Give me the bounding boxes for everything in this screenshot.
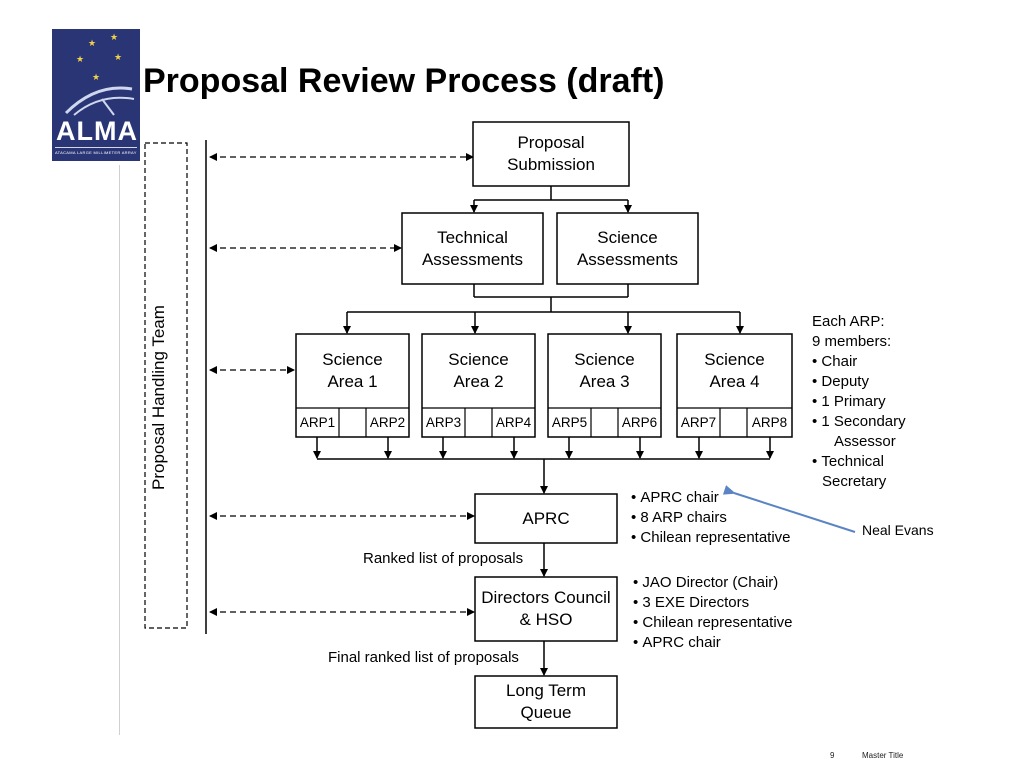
logo-subtitle: ATACAMA LARGE MILLIMETER ARRAY (55, 150, 137, 155)
area2-label: Science Area 2 (448, 350, 509, 391)
arp-label: ARP4 (495, 415, 532, 430)
science-assessments-label: Science Assessments (576, 227, 679, 269)
arp-label: ARP3 (425, 415, 462, 430)
star-icon: ★ (88, 38, 97, 48)
logo-divider (55, 147, 137, 148)
arp-label: ARP6 (621, 415, 658, 430)
arp-label: ARP5 (551, 415, 588, 430)
note-item: Technical (812, 452, 906, 472)
directors-members-list: JAO Director (Chair) 3 EXE Directors Chi… (633, 573, 793, 653)
member-item: Chilean representative (631, 528, 790, 548)
star-icon: ★ (114, 52, 123, 62)
queue-box (474, 675, 618, 729)
arp-label: ARP2 (369, 415, 406, 430)
member-item: 8 ARP chairs (631, 508, 791, 528)
left-divider (119, 165, 120, 735)
area2-box (421, 333, 536, 438)
star-icon: ★ (76, 54, 85, 64)
technical-box (401, 212, 544, 285)
member-item: Chilean representative (633, 613, 792, 633)
area3-label: Science Area 3 (574, 350, 635, 391)
arp-composition-note: Each ARP: 9 members: Chair Deputy 1 Prim… (812, 312, 906, 492)
member-item: 3 EXE Directors (633, 593, 793, 613)
page-title: Proposal Review Process (draft) (143, 62, 665, 100)
arp-label: ARP7 (680, 415, 717, 430)
logo-wordmark: ALMA (56, 116, 138, 146)
note-item: Deputy (812, 372, 906, 392)
antenna-dish-icon (64, 86, 135, 116)
science-assessments-box (556, 212, 699, 285)
queue-label: Long Term Queue (505, 681, 586, 722)
ranked-list-label: Ranked list of proposals (363, 550, 524, 567)
area1-box (295, 333, 410, 438)
aprc-members-list: APRC chair 8 ARP chairs Chilean represen… (631, 488, 791, 548)
area1-label: Science Area 1 (322, 350, 383, 391)
area4-box (676, 333, 793, 438)
arp-label: ARP8 (751, 415, 788, 430)
submission-box (472, 121, 630, 187)
note-item-continuation: Assessor (834, 433, 896, 450)
footer-title: Master Title (862, 751, 904, 760)
directors-label: Directors Council & HSO (481, 588, 611, 629)
star-icon: ★ (110, 32, 119, 42)
member-item: JAO Director (Chair) (633, 573, 793, 593)
area3-box (547, 333, 662, 438)
annotation-label: Neal Evans (862, 522, 934, 538)
directors-box (474, 576, 618, 642)
member-item: APRC chair (631, 488, 791, 508)
alma-logo: ★ ★ ★ ★ ★ ALMA ATACAMA LARGE MILLIMETER … (52, 29, 140, 161)
technical-label: Technical Assessments (421, 227, 524, 269)
star-icon: ★ (92, 72, 101, 82)
aprc-box (474, 493, 618, 544)
note-heading: 9 members: (812, 333, 892, 350)
note-item: 1 Primary (812, 392, 906, 412)
arp-label: ARP1 (299, 415, 336, 430)
page-number: 9 (830, 751, 835, 760)
note-item: 1 Secondary (812, 412, 905, 432)
handling-team-box (144, 142, 188, 629)
submission-label: Proposal Submission (507, 133, 595, 174)
handling-team-label: Proposal Handling Team (149, 305, 168, 490)
note-item-continuation: Secretary (822, 473, 887, 490)
note-item: Chair (812, 352, 906, 372)
final-ranked-list-label: Final ranked list of proposals (328, 649, 519, 666)
area4-label: Science Area 4 (704, 350, 765, 391)
member-item: APRC chair (633, 633, 793, 653)
aprc-label: APRC (522, 508, 570, 528)
note-heading: Each ARP: (812, 313, 885, 330)
